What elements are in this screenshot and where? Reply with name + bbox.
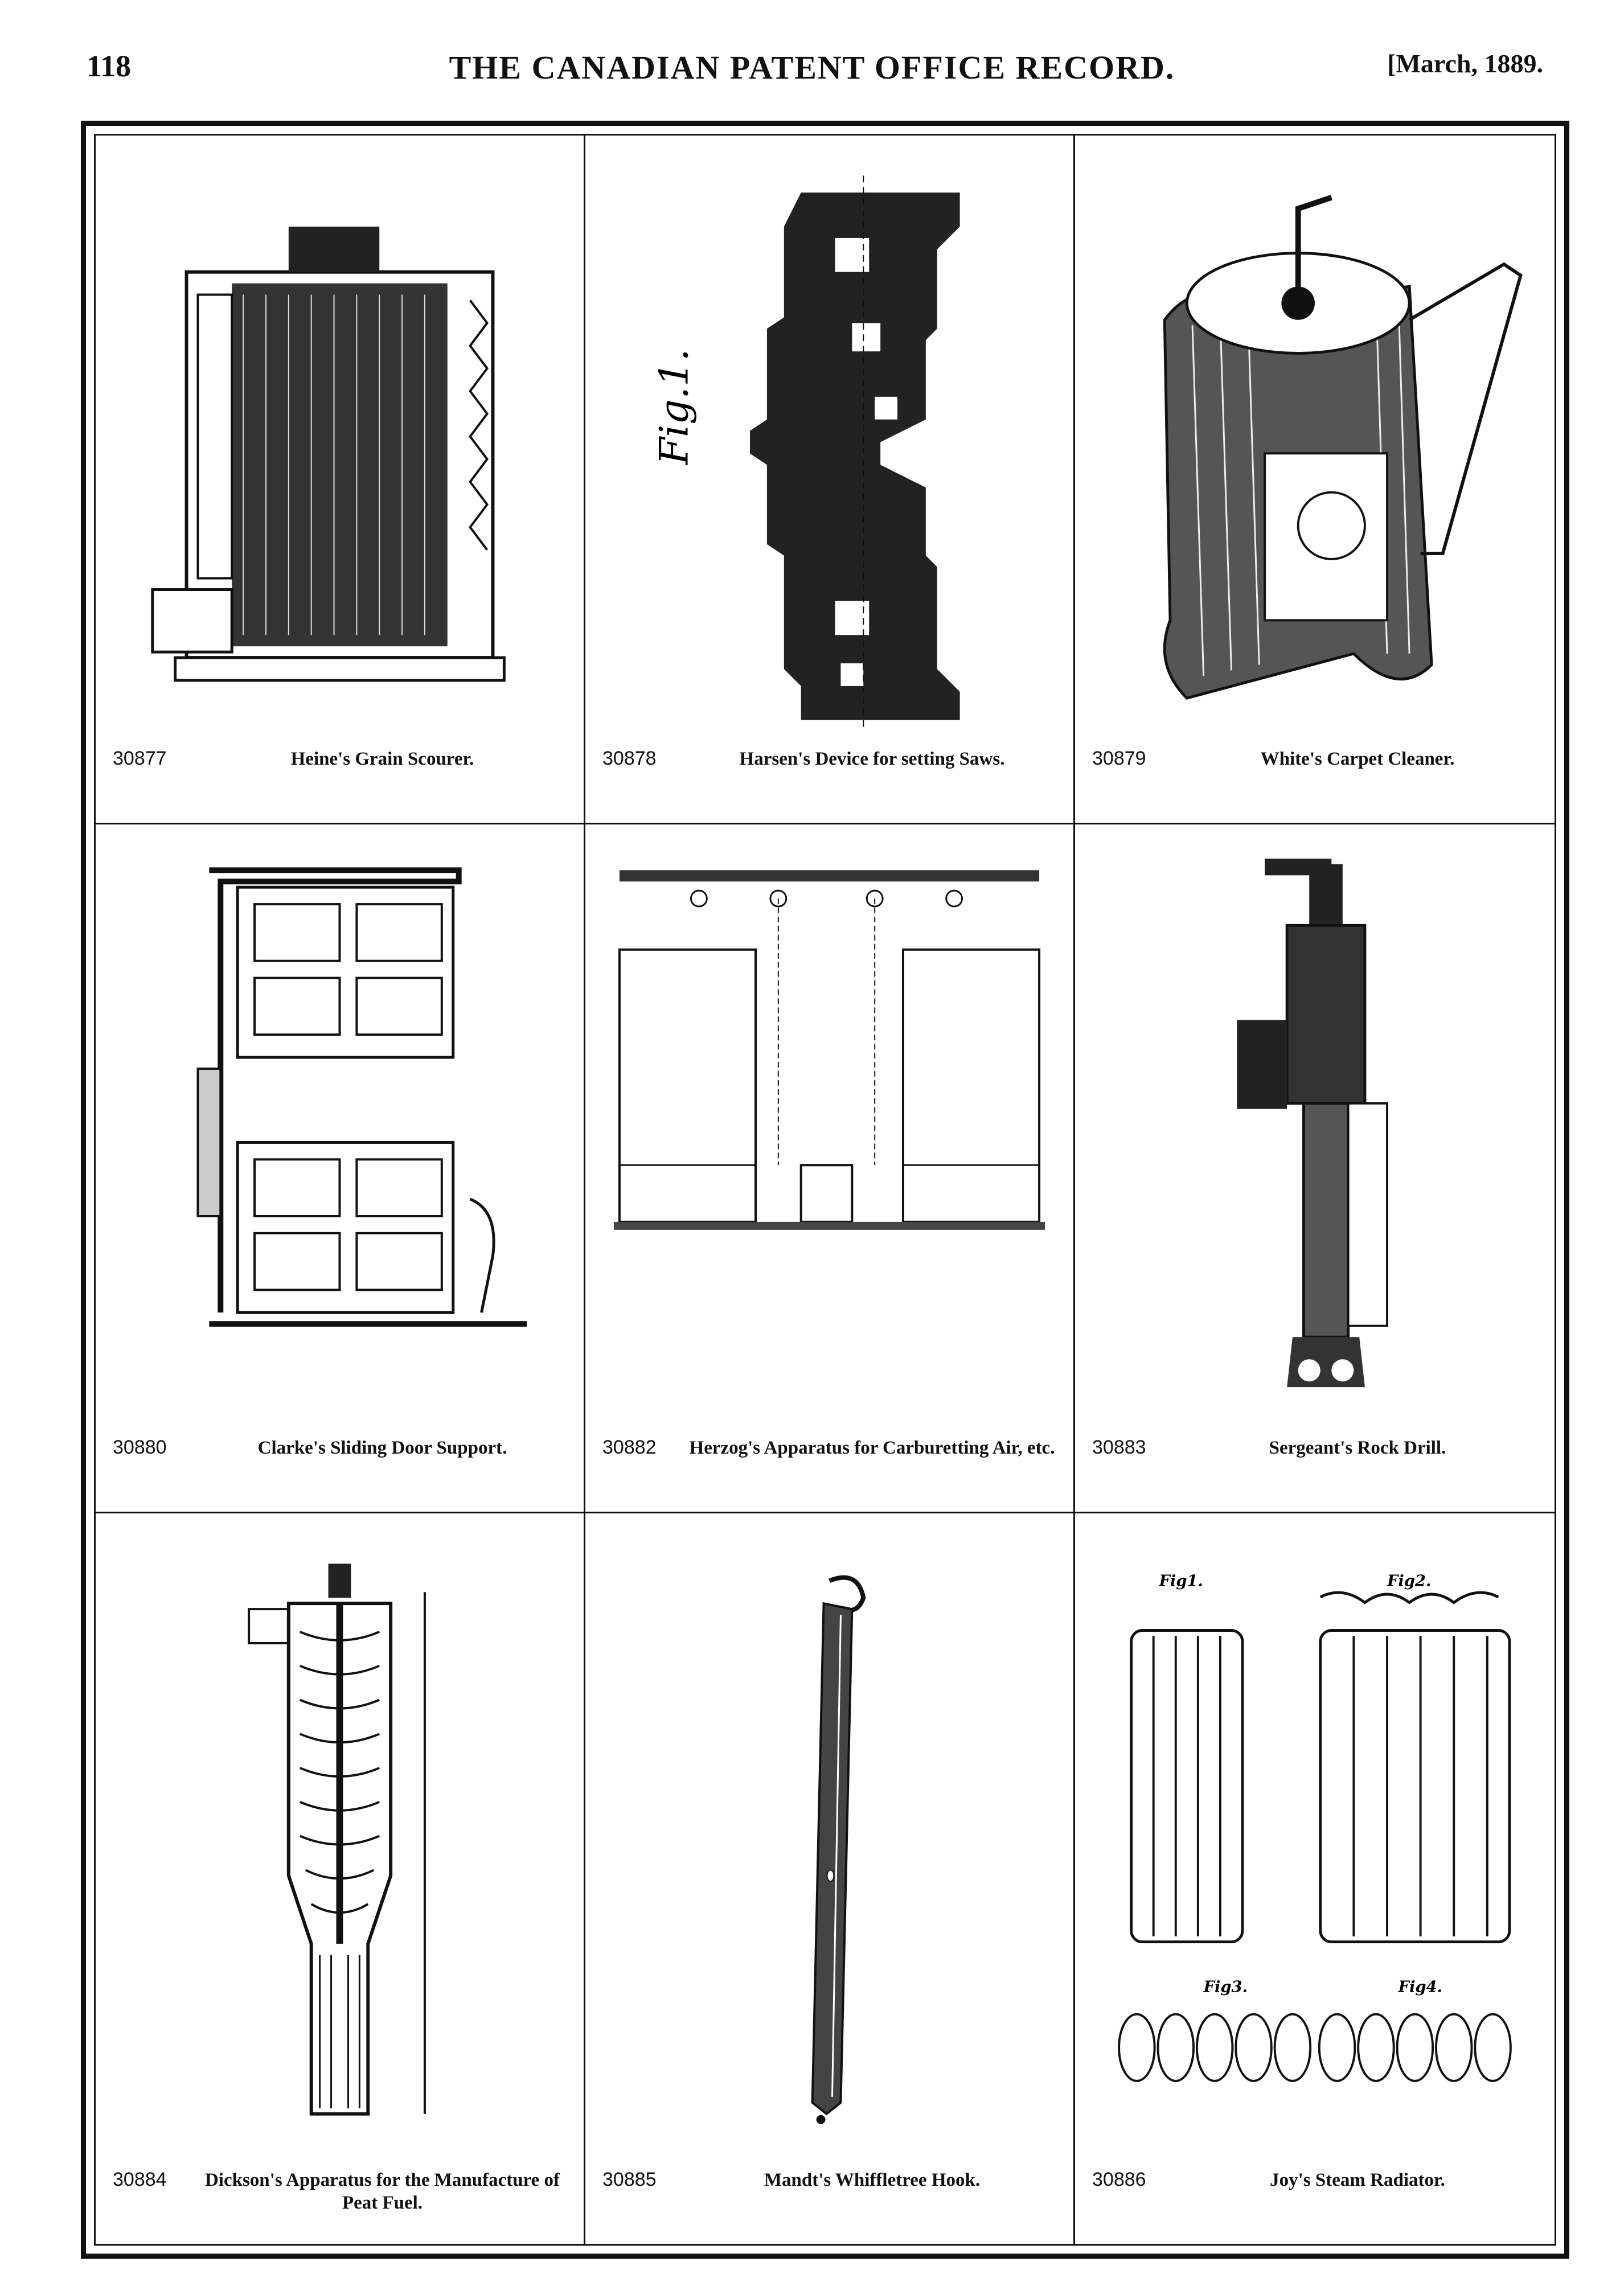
patent-cell-30877: 30877 Heine's Grain Scourer.	[96, 136, 585, 824]
patent-title: Herzog's Apparatus for Carburetting Air,…	[689, 1438, 1055, 1458]
patent-cell-30883: 30883 Sergeant's Rock Drill.	[1075, 824, 1555, 1513]
patent-title: White's Carpet Cleaner.	[1260, 749, 1455, 769]
page-number: 118	[87, 49, 132, 83]
patent-caption: 30884 Dickson's Apparatus for the Manufa…	[113, 2169, 567, 2231]
patent-caption: 30885 Mandt's Whiffletree Hook.	[602, 2169, 1056, 2231]
patent-cell-30879: 30879 White's Carpet Cleaner.	[1075, 136, 1555, 824]
patent-title: Dickson's Apparatus for the Manufacture …	[204, 2170, 560, 2213]
patent-cell-30878: Fig.1. 30878 Harsen's Device for setting…	[585, 136, 1075, 824]
patent-number: 30877	[113, 748, 167, 769]
figure-label: Fig4.	[1398, 1978, 1442, 1996]
grain-scourer-drawing	[118, 158, 561, 737]
carpet-cleaner-drawing	[1098, 158, 1532, 737]
patent-caption: 30878 Harsen's Device for setting Saws.	[602, 748, 1056, 810]
patent-number: 30886	[1092, 2169, 1146, 2190]
patent-number: 30880	[113, 1437, 167, 1458]
patent-cell-30884: 30884 Dickson's Apparatus for the Manufa…	[96, 1513, 585, 2244]
patent-number: 30884	[113, 2169, 167, 2190]
figure-label: Fig1.	[1158, 1571, 1203, 1590]
steam-radiator-drawing: Fig1. Fig2. Fig3. Fig4.	[1098, 1536, 1532, 2158]
patent-title: Sergeant's Rock Drill.	[1269, 1438, 1446, 1458]
figure-label: Fig2.	[1387, 1571, 1431, 1590]
patent-caption: 30882 Herzog's Apparatus for Carburettin…	[602, 1437, 1056, 1499]
patent-number: 30882	[602, 1437, 657, 1458]
patent-title: Heine's Grain Scourer.	[290, 749, 474, 769]
patent-title: Clarke's Sliding Door Support.	[257, 1438, 507, 1458]
patent-title: Joy's Steam Radiator.	[1270, 2170, 1445, 2190]
figure-label: Fig.1.	[651, 348, 697, 466]
plate-frame: 30877 Heine's Grain Scourer. Fig.1. 3087…	[81, 121, 1569, 2259]
patent-title: Mandt's Whiffletree Hook.	[764, 2170, 981, 2190]
patent-number: 30878	[602, 748, 657, 769]
plate-inner-border: 30877 Heine's Grain Scourer. Fig.1. 3087…	[94, 134, 1556, 2246]
page-header: 118 THE CANADIAN PATENT OFFICE RECORD. […	[0, 48, 1624, 94]
publication-title: THE CANADIAN PATENT OFFICE RECORD.	[449, 49, 1175, 86]
patent-caption: 30880 Clarke's Sliding Door Support.	[113, 1437, 567, 1499]
peat-fuel-apparatus-drawing	[118, 1536, 561, 2158]
patent-caption: 30883 Sergeant's Rock Drill.	[1092, 1437, 1537, 1499]
patent-cell-30886: Fig1. Fig2. Fig3. Fig4.	[1075, 1513, 1555, 2244]
sliding-door-support-drawing	[118, 847, 561, 1426]
patent-cell-30885: 30885 Mandt's Whiffletree Hook.	[585, 1513, 1075, 2244]
patent-caption: 30879 White's Carpet Cleaner.	[1092, 748, 1537, 810]
figure-label: Fig3.	[1203, 1978, 1248, 1996]
patent-grid: 30877 Heine's Grain Scourer. Fig.1. 3087…	[96, 136, 1555, 2244]
patent-caption: 30886 Joy's Steam Radiator.	[1092, 2169, 1537, 2231]
patent-title: Harsen's Device for setting Saws.	[739, 749, 1005, 769]
whiffletree-hook-drawing	[608, 1536, 1051, 2158]
rock-drill-drawing	[1098, 847, 1532, 1426]
patent-cell-30882: 30882 Herzog's Apparatus for Carburettin…	[585, 824, 1075, 1513]
patent-number: 30885	[602, 2169, 657, 2190]
patent-number: 30883	[1092, 1437, 1146, 1458]
carburetting-apparatus-drawing	[608, 847, 1051, 1426]
patent-caption: 30877 Heine's Grain Scourer.	[113, 748, 567, 810]
issue-date: [March, 1889.	[1387, 49, 1543, 78]
saw-setting-device-drawing: Fig.1.	[608, 158, 1051, 737]
patent-number: 30879	[1092, 748, 1146, 769]
patent-cell-30880: 30880 Clarke's Sliding Door Support.	[96, 824, 585, 1513]
